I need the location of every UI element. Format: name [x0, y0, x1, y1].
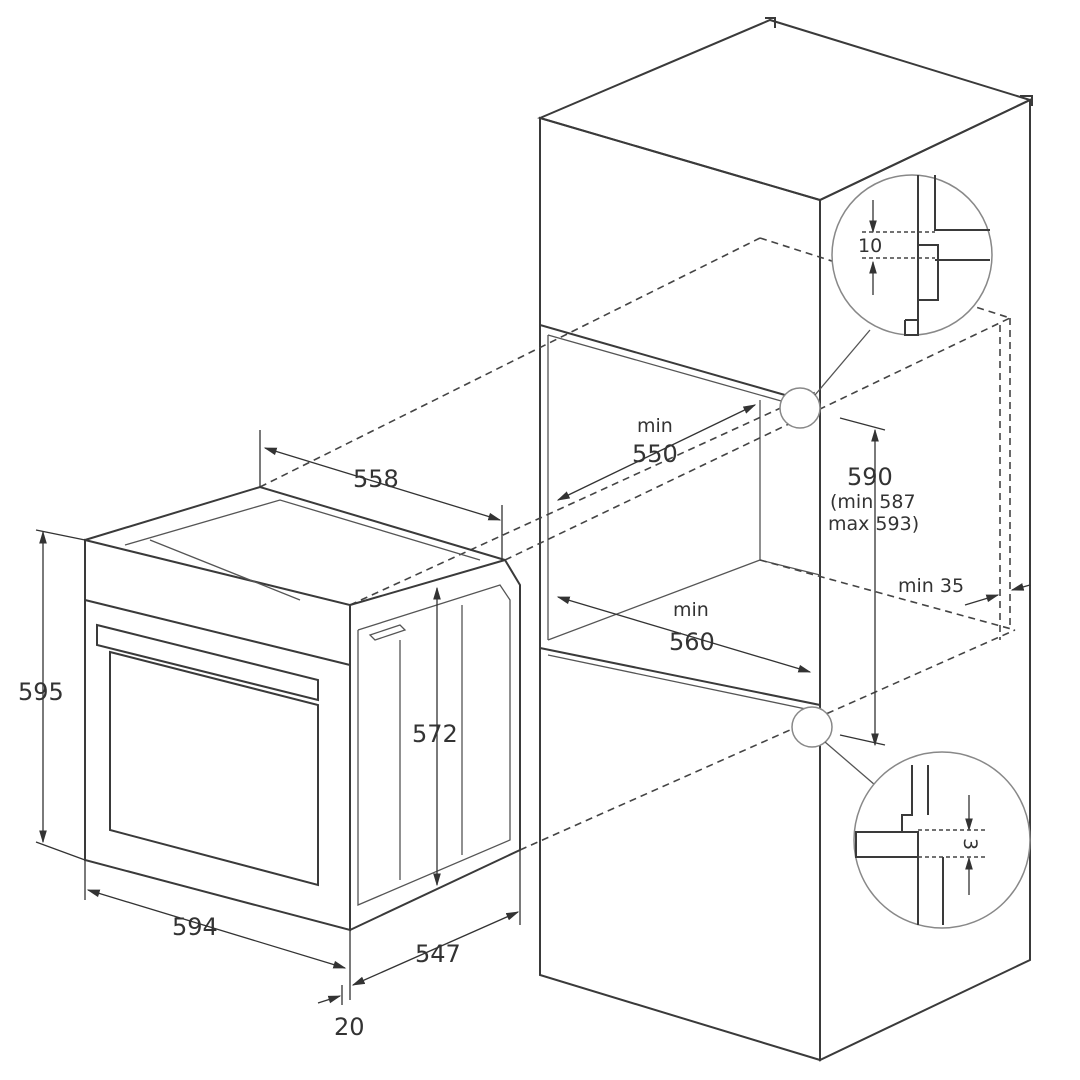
oven-depth-top-label: 558	[353, 465, 399, 493]
niche-depth-prefix: min	[637, 415, 673, 437]
niche-height-min: (min 587	[830, 491, 916, 513]
cabinet-lower-front	[539, 646, 821, 1062]
top-gap-label: 10	[858, 235, 882, 257]
oven-front	[84, 538, 351, 932]
oven-depth-side-label: 547	[415, 940, 461, 968]
cabinet-upper-front	[539, 116, 821, 407]
niche-width-label: 560	[669, 628, 715, 656]
niche-width-prefix: min	[673, 599, 709, 621]
oven	[84, 485, 521, 932]
oven-door-handle	[96, 623, 319, 702]
rear-gap-label: min 35	[898, 575, 964, 597]
dimension-lines	[35, 404, 1031, 1005]
bottom-gap-label: 3	[959, 838, 981, 850]
oven-window	[109, 650, 319, 887]
detail-top	[779, 174, 993, 429]
control-panel-edge	[84, 599, 351, 666]
oven-hinge	[368, 624, 407, 641]
niche-height-label: 590	[847, 463, 893, 491]
oven-height-label: 595	[18, 678, 64, 706]
niche-depth-label: 550	[632, 440, 678, 468]
oven-front-thickness-label: 20	[334, 1013, 365, 1041]
oven-width-label: 594	[172, 913, 218, 941]
oven-side-height-label: 572	[412, 720, 458, 748]
niche-height-max: max 593)	[828, 513, 919, 535]
cabinet-top-face	[537, 18, 1033, 202]
detail-bottom	[791, 706, 1031, 929]
